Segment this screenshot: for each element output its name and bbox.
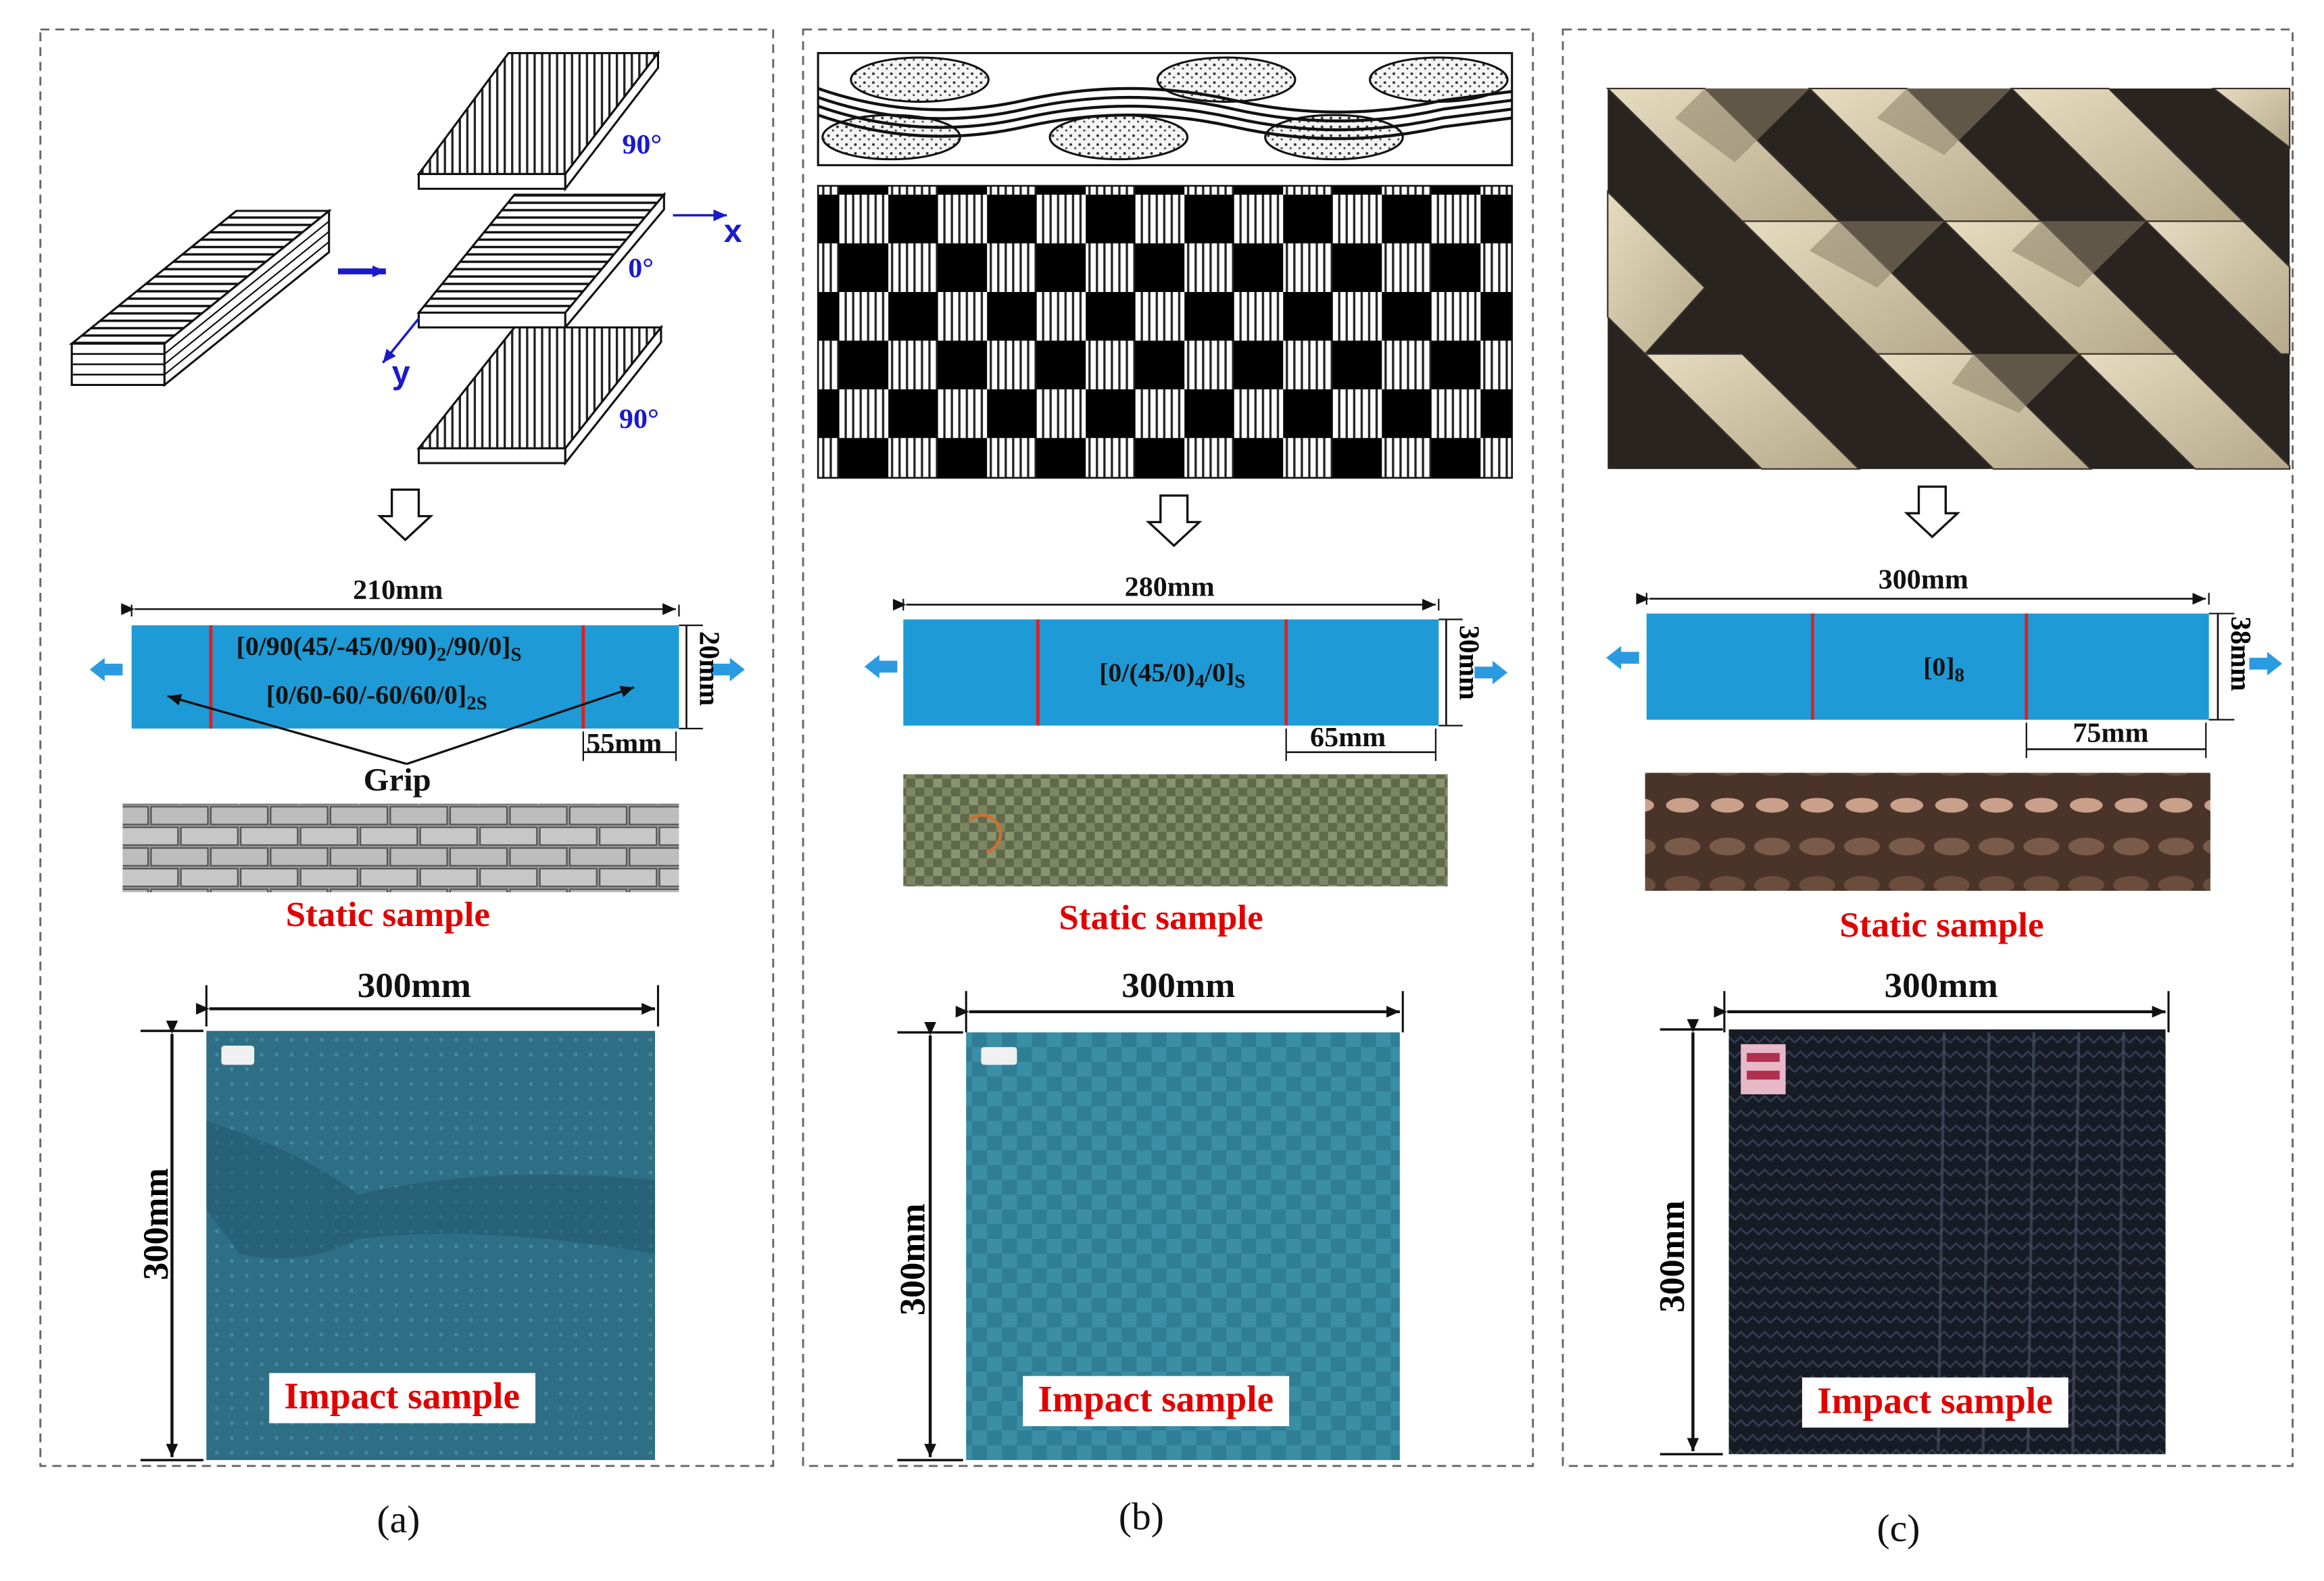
specimen-b-grip-length-label: 65mm xyxy=(1310,723,1386,754)
panel-a-frame xyxy=(39,28,775,1467)
specimen-a-length-label: 210mm xyxy=(353,575,443,606)
grip-label: Grip xyxy=(363,760,431,798)
static-sample-photo-b xyxy=(903,774,1448,887)
hollow-down-arrow-b xyxy=(1145,494,1203,548)
checker-weave-pattern xyxy=(817,185,1514,479)
panel-c-caption: (c) xyxy=(1877,1507,1920,1551)
impact-sample-label-c: Impact sample xyxy=(1801,1377,2068,1428)
impact-sample-label-a: Impact sample xyxy=(269,1373,535,1424)
ply-top-90 xyxy=(416,49,660,192)
load-arrow-c-left xyxy=(1606,646,1639,670)
specimen-b xyxy=(903,619,1439,726)
specimen-b-length-label: 280mm xyxy=(1124,572,1215,604)
load-arrow-b-left xyxy=(864,654,898,679)
load-arrow-b-right xyxy=(1474,660,1508,685)
impact-height-label-b: 300mm xyxy=(894,1203,934,1316)
ply-bottom-90 xyxy=(416,324,664,466)
impact-width-label-a: 300mm xyxy=(357,967,471,1006)
static-sample-photo-c xyxy=(1645,773,2210,891)
specimen-c-grip-length-label: 75mm xyxy=(2073,718,2149,750)
specimen-c-layup: [0]8 xyxy=(1923,652,1964,686)
panel-c-frame xyxy=(1562,28,2294,1467)
static-sample-label-b: Static sample xyxy=(1059,899,1263,938)
impact-width-label-c: 300mm xyxy=(1884,967,1998,1006)
impact-height-label-a: 300mm xyxy=(137,1168,177,1280)
hollow-down-arrow-a xyxy=(377,488,434,541)
impact-width-label-b: 300mm xyxy=(1121,967,1236,1006)
load-arrow-c-right xyxy=(2249,652,2283,676)
specimen-a-width-label: 20mm xyxy=(692,631,724,706)
impact-height-label-c: 300mm xyxy=(1653,1200,1693,1313)
grip-pointer-right xyxy=(406,685,635,765)
static-sample-label-a: Static sample xyxy=(285,896,490,935)
impact-sample-label-b: Impact sample xyxy=(1023,1376,1289,1426)
specimen-a-grip-length-label: 55mm xyxy=(586,728,662,760)
static-sample-label-c: Static sample xyxy=(1839,906,2044,946)
laminate-stack-diagram xyxy=(68,208,333,387)
ply-angle-label-top: 90° xyxy=(622,130,662,161)
panel-b-caption: (b) xyxy=(1118,1495,1164,1538)
specimen-a-layup-2: [0/60-60/-60/60/0]2S xyxy=(266,679,487,714)
hollow-down-arrow-c xyxy=(1904,485,1961,539)
specimen-c-width-label: 38mm xyxy=(2223,616,2256,691)
ply-middle-0 xyxy=(416,191,667,331)
weave-cross-section xyxy=(817,52,1514,166)
woven-fabric-photo xyxy=(1605,87,2291,470)
ply-angle-label-bottom: 90° xyxy=(619,404,659,435)
panel-b-frame xyxy=(802,28,1534,1467)
specimen-c-length-label: 300mm xyxy=(1878,564,1968,596)
specimen-a-layup-1: [0/90(45/-45/0/90)2/90/0]S xyxy=(236,631,522,666)
axis-x-label: x xyxy=(723,212,742,249)
grip-pointer-left xyxy=(167,694,408,765)
axis-y-label: y xyxy=(391,354,410,391)
ply-angle-label-middle: 0° xyxy=(628,253,654,285)
load-arrow-a-left xyxy=(89,658,123,682)
specimen-b-width-label: 30mm xyxy=(1452,625,1484,700)
specimen-b-layup: [0/(45/0)4/0]S xyxy=(1099,658,1246,692)
axis-y-arrow xyxy=(381,318,420,364)
static-sample-photo-a xyxy=(122,804,679,893)
panel-a-caption: (a) xyxy=(377,1498,420,1542)
specimen-c xyxy=(1646,613,2209,720)
